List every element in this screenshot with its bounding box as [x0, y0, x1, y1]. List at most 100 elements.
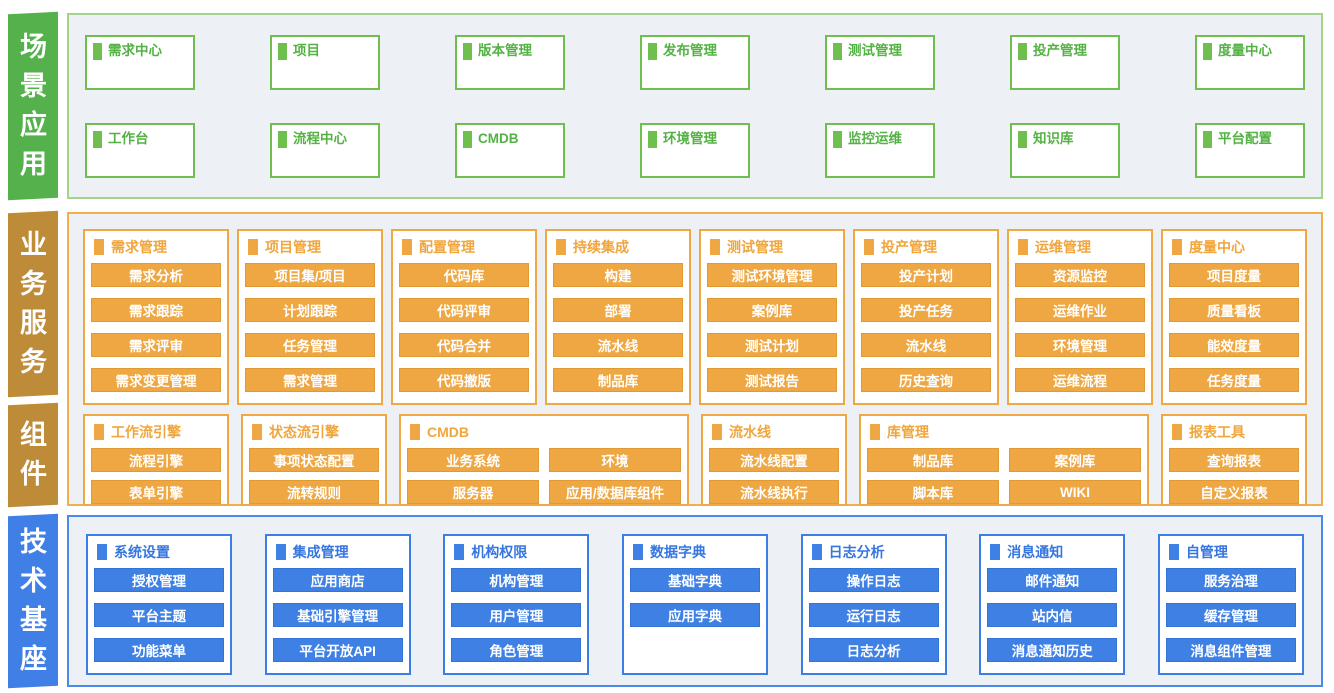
app-box: 工作台	[85, 122, 195, 178]
module-group-title: 数据字典	[649, 544, 706, 560]
module-group-title: 度量中心	[1189, 239, 1245, 255]
module-item: 表单引擎	[91, 480, 221, 504]
bullet-icon	[556, 239, 566, 255]
bullet-icon	[833, 42, 842, 60]
module-item: 邮件通知	[987, 568, 1118, 592]
module-item: 消息通知历史	[987, 638, 1118, 662]
app-box-label: 版本管理	[478, 42, 532, 58]
module-group-header: 状态流引擎	[252, 424, 379, 440]
module-group-title: 工作流引擎	[111, 424, 181, 440]
module-group-title: 消息通知	[1007, 544, 1064, 560]
module-group-header: 运维管理	[1018, 239, 1145, 255]
module-group-header: 项目管理	[248, 239, 375, 255]
module-item: 环境管理	[1015, 333, 1145, 357]
module-group-header: 测试管理	[710, 239, 837, 255]
bullet-icon	[648, 130, 657, 148]
module-item: 查询报表	[1169, 448, 1299, 472]
app-box-label: CMDB	[478, 130, 519, 146]
module-item: 部署	[553, 298, 683, 322]
module-group-header: 机构权限	[454, 544, 581, 560]
band-label-text: 场景应用	[19, 32, 47, 179]
module-group-title: 系统设置	[114, 544, 170, 560]
module-item: 质量看板	[1169, 298, 1299, 322]
module-group: 项目管理项目集/项目计划跟踪任务管理需求管理	[237, 229, 383, 405]
band-label-char: 座	[19, 644, 47, 674]
bullet-icon	[94, 239, 104, 255]
module-item: 测试环境管理	[707, 263, 837, 287]
module-item: 需求管理	[245, 368, 375, 392]
module-item: 资源监控	[1015, 263, 1145, 287]
module-item: 缓存管理	[1165, 603, 1296, 627]
bullet-icon	[648, 42, 657, 60]
module-group-header: 工作流引擎	[94, 424, 221, 440]
app-box-label: 项目	[293, 42, 320, 58]
bullet-icon	[632, 544, 643, 560]
module-group-title: 机构权限	[471, 544, 528, 560]
module-group-title: 流水线	[729, 424, 771, 440]
module-item: 业务系统	[407, 448, 539, 472]
band-label-char: 件	[19, 459, 47, 489]
band-label-char: 基	[19, 605, 47, 635]
band-label-char: 场	[19, 32, 47, 62]
module-item: 运维作业	[1015, 298, 1145, 322]
app-box: 平台配置	[1195, 122, 1305, 178]
module-item: 任务管理	[245, 333, 375, 357]
app-box-label: 测试管理	[848, 42, 902, 58]
band-label-char: 用	[19, 149, 47, 179]
bullet-icon	[811, 544, 822, 560]
component-group: 报表工具查询报表自定义报表	[1161, 414, 1307, 506]
bullet-icon	[463, 130, 472, 148]
app-box: 发布管理	[640, 34, 750, 90]
module-item: 自定义报表	[1169, 480, 1299, 504]
module-item: 应用商店	[272, 568, 403, 592]
module-group-header: 配置管理	[402, 239, 529, 255]
module-item: 基础字典	[629, 568, 760, 592]
app-box: 流程中心	[270, 122, 380, 178]
module-item: 事项状态配置	[249, 448, 379, 472]
module-item: 计划跟踪	[245, 298, 375, 322]
band-label-char: 务	[19, 347, 47, 377]
band-label-text: 组件	[19, 420, 47, 489]
module-group-header: 自管理	[1168, 544, 1296, 560]
module-item: 投产任务	[861, 298, 991, 322]
app-box-label: 知识库	[1033, 130, 1074, 146]
module-group: 数据字典基础字典应用字典	[621, 534, 768, 675]
module-group-title: 集成管理	[292, 544, 349, 560]
bullet-icon	[1018, 130, 1027, 148]
module-group: 持续集成构建部署流水线制品库	[545, 229, 691, 405]
module-item: 测试计划	[707, 333, 837, 357]
module-item: 日志分析	[808, 638, 939, 662]
module-item: 制品库	[553, 368, 683, 392]
module-item: 需求跟踪	[91, 298, 221, 322]
module-group-title: 投产管理	[881, 239, 937, 255]
bullet-icon	[833, 130, 842, 148]
module-item: 项目度量	[1169, 263, 1299, 287]
module-item: 流转规则	[249, 480, 379, 504]
module-group: 自管理服务治理缓存管理消息组件管理	[1157, 534, 1304, 675]
module-item: 项目集/项目	[245, 263, 375, 287]
bullet-icon	[93, 42, 102, 60]
module-group-title: 状态流引擎	[269, 424, 339, 440]
module-item: 机构管理	[451, 568, 582, 592]
module-item: 流程引擎	[91, 448, 221, 472]
module-group: 消息通知邮件通知站内信消息通知历史	[979, 534, 1126, 675]
module-group-header: 库管理	[870, 424, 1141, 440]
band-label-char: 应	[19, 110, 47, 140]
module-item: 需求变更管理	[91, 368, 221, 392]
module-item: 站内信	[987, 603, 1118, 627]
bullet-icon	[870, 424, 880, 440]
bullet-icon	[1018, 42, 1027, 60]
module-item: 功能菜单	[94, 638, 224, 662]
module-group-header: 系统设置	[97, 544, 224, 560]
bullet-icon	[1172, 424, 1182, 440]
module-group-header: 报表工具	[1172, 424, 1299, 440]
component-items: 流程引擎表单引擎	[91, 448, 221, 504]
app-box: 项目	[270, 34, 380, 90]
module-group-title: 项目管理	[265, 239, 321, 255]
component-group: 状态流引擎事项状态配置流转规则	[241, 414, 387, 506]
